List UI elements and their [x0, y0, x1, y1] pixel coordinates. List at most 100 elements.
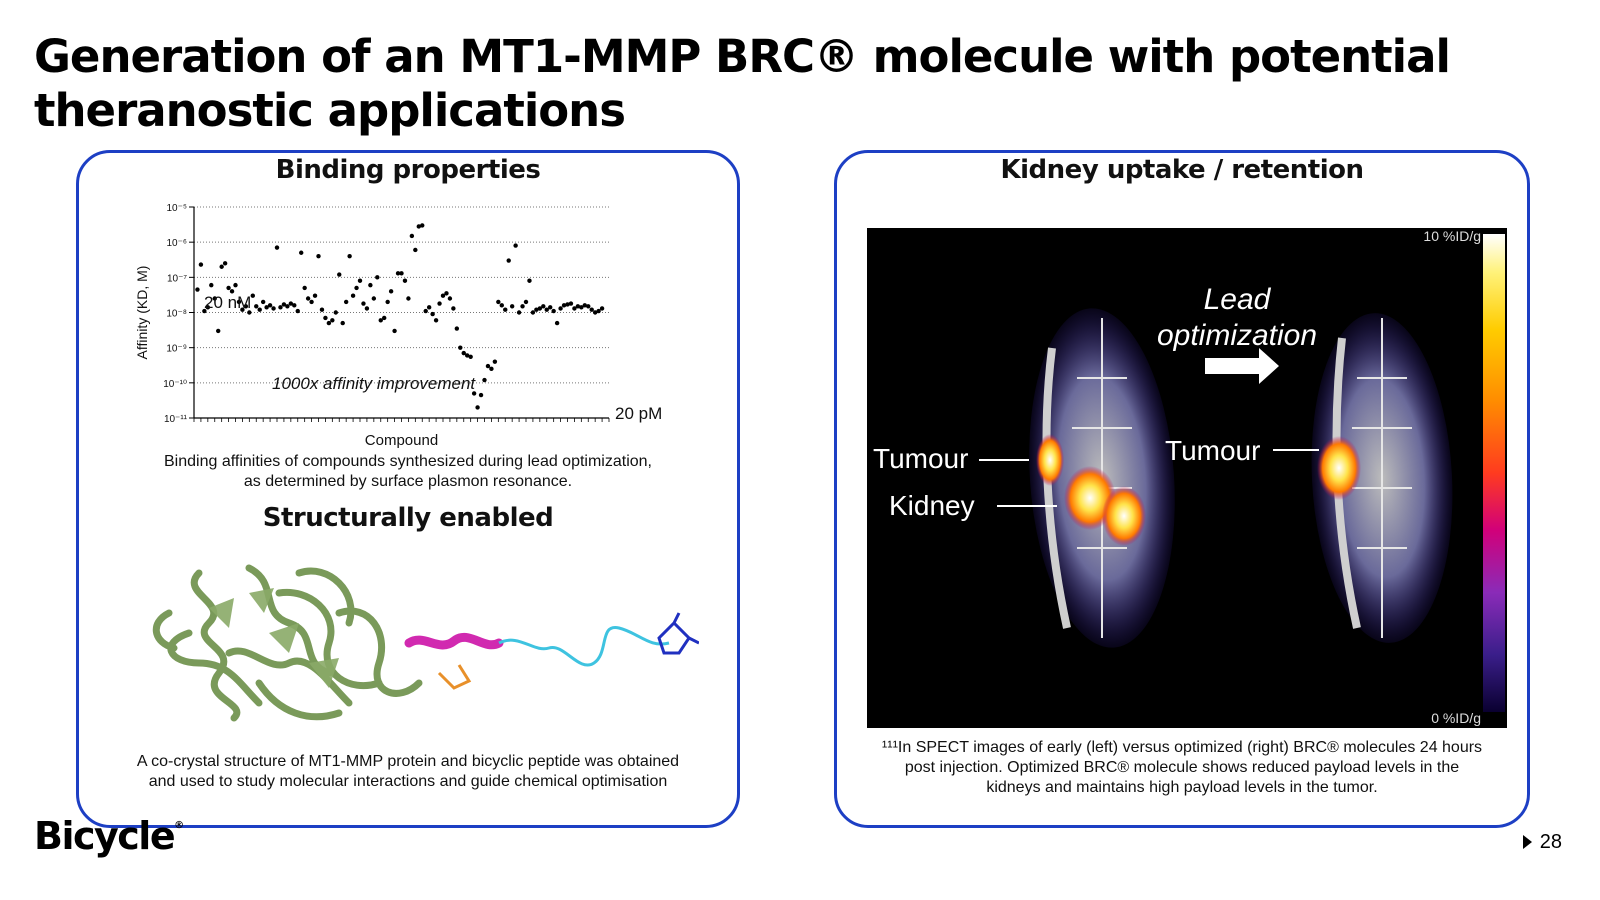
data-point: [205, 305, 211, 310]
data-point: [309, 299, 314, 305]
data-point: [572, 306, 577, 311]
lead-line2: optimization: [1156, 319, 1318, 352]
lead-line1: Lead: [1203, 283, 1271, 316]
data-point: [478, 392, 484, 398]
data-point: [482, 377, 487, 383]
data-point: [243, 304, 249, 309]
spect-image: Tumour Kidney Tumour Lead optimization 1…: [867, 228, 1507, 728]
data-point: [195, 287, 200, 292]
data-point: [343, 299, 349, 305]
data-point: [503, 307, 508, 312]
data-point: [222, 261, 228, 266]
data-point: [420, 223, 425, 228]
data-point: [371, 296, 377, 301]
x-axis-label: Compound: [365, 432, 438, 449]
data-point: [202, 308, 207, 314]
scale-max-label: 10 %ID/g: [1423, 228, 1481, 244]
data-point: [226, 285, 231, 291]
data-point: [236, 299, 242, 305]
lead-optimization-label: Lead optimization: [1137, 282, 1337, 354]
data-point: [399, 271, 404, 276]
data-point: [530, 310, 536, 315]
data-point: [579, 305, 584, 310]
data-point: [433, 318, 439, 323]
data-point: [596, 308, 601, 314]
structurally-enabled-heading: Structurally enabled: [262, 503, 554, 533]
y-tick-label: 10⁻⁸: [166, 309, 187, 320]
data-point: [264, 305, 269, 310]
data-point: [299, 250, 304, 255]
data-point: [499, 303, 504, 308]
data-point: [330, 318, 335, 323]
data-point: [423, 308, 428, 314]
spect-caption-line2: post injection. Optimized BRC® molecule …: [904, 759, 1460, 776]
data-point: [216, 328, 221, 334]
data-point: [513, 243, 518, 248]
data-point: [361, 301, 366, 306]
data-point: [465, 353, 470, 358]
data-point: [292, 303, 297, 308]
data-point: [233, 282, 238, 288]
data-point: [305, 296, 311, 301]
data-point: [388, 289, 394, 294]
kidney-label: Kidney: [889, 490, 975, 521]
data-point: [509, 304, 515, 309]
annotation-20pm: 20 pM: [615, 404, 662, 423]
data-point: [302, 285, 307, 291]
arrow-right-icon: [1205, 348, 1279, 384]
data-point: [402, 278, 408, 283]
data-point: [592, 310, 598, 315]
data-point: [575, 304, 581, 309]
data-point: [350, 293, 356, 298]
spect-caption-line3: kidneys and maintains high payload level…: [986, 779, 1378, 796]
data-point: [274, 245, 280, 250]
data-point: [475, 405, 480, 410]
data-point: [489, 366, 494, 372]
scale-min-label: 0 %ID/g: [1431, 710, 1481, 726]
data-point: [209, 282, 214, 288]
data-point: [551, 308, 556, 314]
data-point: [523, 299, 529, 305]
page-number: 28: [1522, 831, 1562, 854]
data-point: [554, 320, 560, 326]
data-point: [271, 306, 276, 311]
data-point: [375, 275, 380, 280]
data-point: [586, 304, 591, 309]
data-point: [250, 293, 255, 298]
data-point: [395, 271, 401, 276]
data-point: [440, 293, 446, 298]
annotation-20nm: 20 nM: [204, 293, 251, 312]
data-point: [527, 278, 532, 283]
data-point: [281, 302, 287, 307]
data-point: [288, 301, 294, 306]
data-point: [278, 305, 283, 310]
data-point: [267, 303, 273, 308]
data-point: [340, 320, 345, 326]
data-point: [516, 310, 522, 315]
annotation-improvement: 1000x affinity improvement: [272, 374, 476, 393]
data-point: [447, 296, 453, 301]
data-point: [458, 345, 463, 350]
y-tick-label: 10⁻⁵: [166, 203, 187, 214]
data-point: [492, 359, 498, 364]
tumour-label-left: Tumour: [873, 443, 969, 474]
logo-text: Bicycle: [34, 814, 176, 858]
data-point: [426, 305, 432, 310]
data-point: [347, 253, 352, 259]
data-point: [385, 299, 390, 305]
data-point: [534, 307, 539, 312]
data-point: [599, 306, 605, 311]
data-point: [468, 354, 473, 359]
y-tick-label: 10⁻⁹: [166, 344, 187, 355]
y-axis-label: Affinity (KD, M): [134, 266, 150, 360]
bicycle-logo: Bicycle®: [34, 814, 184, 858]
data-point: [416, 224, 421, 229]
y-tick-label: 10⁻¹¹: [164, 414, 188, 425]
data-point: [444, 291, 449, 296]
play-triangle-icon: [1522, 835, 1532, 849]
slide-title: Generation of an MT1-MMP BRC® molecule w…: [34, 30, 1451, 137]
spect-caption: ¹¹¹In SPECT images of early (left) versu…: [837, 738, 1527, 798]
data-point: [561, 303, 567, 308]
binding-caption: Binding affinities of compounds synthesi…: [79, 452, 737, 492]
data-point: [406, 296, 411, 301]
